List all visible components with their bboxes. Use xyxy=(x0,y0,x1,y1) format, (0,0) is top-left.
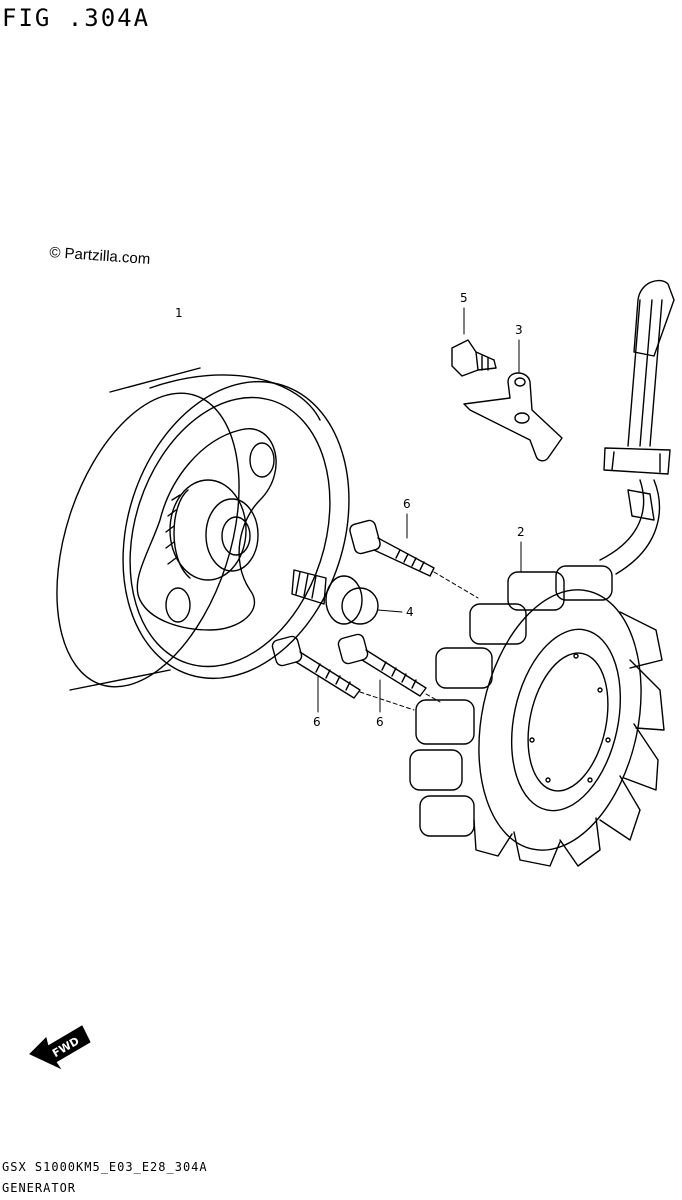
footer-code: GSX S1000KM5_E03_E28_304A xyxy=(2,1160,208,1174)
leader-lines xyxy=(317,307,522,713)
callout-5: 5 xyxy=(460,291,468,305)
callout-6a: 6 xyxy=(403,497,411,511)
bolt-part-5 xyxy=(451,339,497,377)
bracket-part-3 xyxy=(463,372,563,462)
footer-name: GENERATOR xyxy=(2,1181,77,1195)
callout-6b: 6 xyxy=(313,715,321,729)
bolt-part-6b xyxy=(271,635,361,699)
figure-title: FIG .304A xyxy=(2,4,151,32)
fwd-arrow-icon: FWD xyxy=(29,1025,91,1070)
callout-6c: 6 xyxy=(376,715,384,729)
bolt-part-6c xyxy=(337,633,427,697)
rotor-part xyxy=(56,367,350,691)
stator-part xyxy=(409,279,675,867)
callout-4: 4 xyxy=(406,605,414,619)
callout-3: 3 xyxy=(515,323,523,337)
callout-1: 1 xyxy=(175,306,183,320)
bolt-part-4 xyxy=(291,569,379,625)
callout-2: 2 xyxy=(517,525,525,539)
bolt-part-6a xyxy=(349,519,435,577)
